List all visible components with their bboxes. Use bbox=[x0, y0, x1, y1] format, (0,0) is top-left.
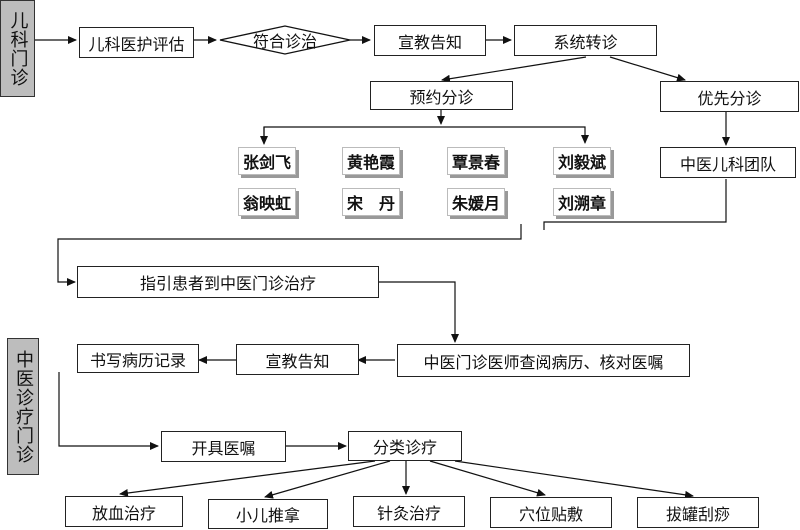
review-records-box: 中医门诊医师查阅病历、核对医嘱 bbox=[397, 344, 690, 377]
therapy-item: 放血治疗 bbox=[65, 496, 183, 527]
therapy-item: 针灸治疗 bbox=[353, 496, 465, 527]
classified-treatment-box: 分类诊疗 bbox=[348, 431, 462, 461]
appointment-triage-box: 预约分诊 bbox=[370, 81, 513, 110]
priority-triage-box: 优先分诊 bbox=[660, 81, 799, 112]
tcm-pediatric-team-box: 中医儿科团队 bbox=[660, 147, 796, 178]
doctor-name: 刘毅斌 bbox=[553, 147, 611, 175]
education-notice-box: 宣教告知 bbox=[374, 25, 486, 56]
therapy-item: 小儿推拿 bbox=[208, 499, 328, 529]
doctor-name: 翁映虹 bbox=[238, 188, 296, 216]
doctor-name: 宋 丹 bbox=[342, 188, 400, 216]
therapy-item: 穴位贴敷 bbox=[490, 497, 612, 528]
section-pediatric-clinic: 儿科门诊 bbox=[0, 0, 35, 97]
doctor-name: 朱媛月 bbox=[447, 188, 505, 216]
system-referral-box: 系统转诊 bbox=[514, 25, 657, 56]
issue-orders-box: 开具医嘱 bbox=[161, 431, 286, 462]
write-records-box: 书写病历记录 bbox=[77, 344, 199, 373]
doctor-name: 黄艳霞 bbox=[342, 147, 400, 175]
doctor-name: 刘溯章 bbox=[553, 188, 611, 216]
guide-patient-box: 指引患者到中医门诊治疗 bbox=[77, 266, 379, 298]
education-notice-box-2: 宣教告知 bbox=[236, 344, 359, 375]
pediatric-assessment-box: 儿科医护评估 bbox=[79, 27, 194, 58]
section-tcm-treatment: 中医诊疗门诊 bbox=[7, 338, 39, 475]
doctor-name: 覃景春 bbox=[447, 147, 505, 175]
meet-criteria-label: 符合诊治 bbox=[252, 32, 317, 51]
meet-criteria-diamond bbox=[219, 25, 351, 55]
therapy-item: 拔罐刮痧 bbox=[637, 497, 759, 528]
doctor-name: 张剑飞 bbox=[238, 147, 296, 175]
